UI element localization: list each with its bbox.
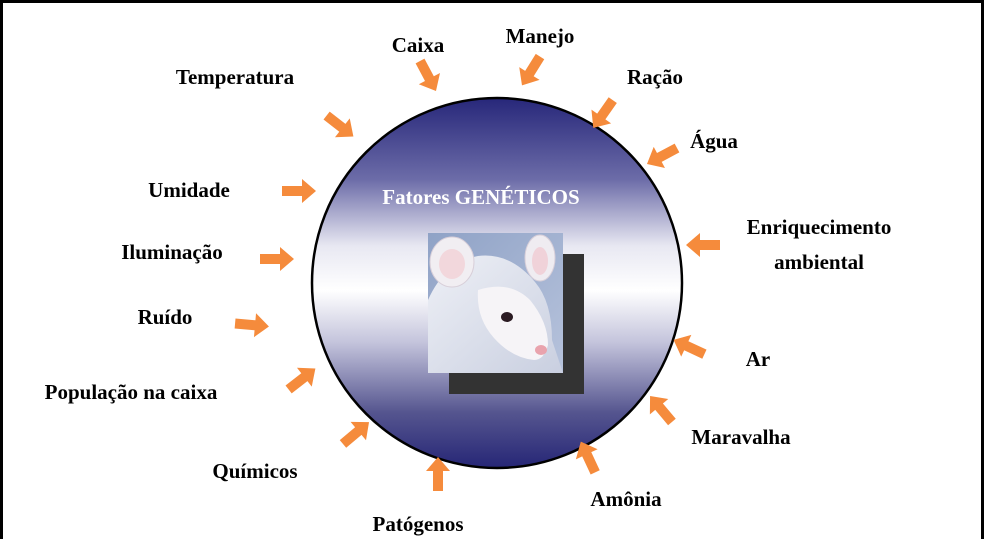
label-caixa: Caixa <box>392 33 445 57</box>
label-ruido: Ruído <box>138 305 193 329</box>
arrow-agua <box>641 137 683 175</box>
arrow-caixa <box>409 55 447 97</box>
mouse-nose <box>535 345 547 355</box>
label-quimicos: Químicos <box>212 459 297 483</box>
arrow-temperatura <box>319 106 361 146</box>
label-umidade: Umidade <box>148 178 230 202</box>
label-maravalha: Maravalha <box>691 425 791 449</box>
mouse-snout <box>477 286 548 360</box>
mouse-eye <box>501 312 513 322</box>
arrow-manejo <box>511 50 551 92</box>
mouse-photo <box>428 233 584 394</box>
label-racao: Ração <box>627 65 683 89</box>
mouse-ear-left-inner <box>439 249 465 279</box>
label-amonia: Amônia <box>590 487 662 511</box>
label-populacao: População na caixa <box>45 380 218 404</box>
label-iluminacao: Iluminação <box>121 240 223 264</box>
label-enriquecimento-line2: ambiental <box>774 250 864 274</box>
arrow-iluminacao <box>260 247 294 271</box>
label-temperatura: Temperatura <box>176 65 295 89</box>
arrow-maravalha <box>640 388 682 430</box>
label-ar: Ar <box>746 347 771 371</box>
center-title: Fatores GENÉTICOS <box>382 185 579 209</box>
arrow-populacao <box>281 359 323 399</box>
arrow-enriquecimento <box>686 233 720 257</box>
label-enriquecimento-line1: Enriquecimento <box>747 215 892 239</box>
label-manejo: Manejo <box>506 24 575 48</box>
label-agua: Água <box>690 129 738 153</box>
factor-labels: Caixa Manejo Ração Água Enriquecimento a… <box>45 24 892 536</box>
label-patogenos: Patógenos <box>373 512 464 536</box>
arrow-umidade <box>282 179 316 203</box>
arrow-ruido <box>234 311 270 339</box>
mouse-ear-right-inner <box>532 247 548 275</box>
